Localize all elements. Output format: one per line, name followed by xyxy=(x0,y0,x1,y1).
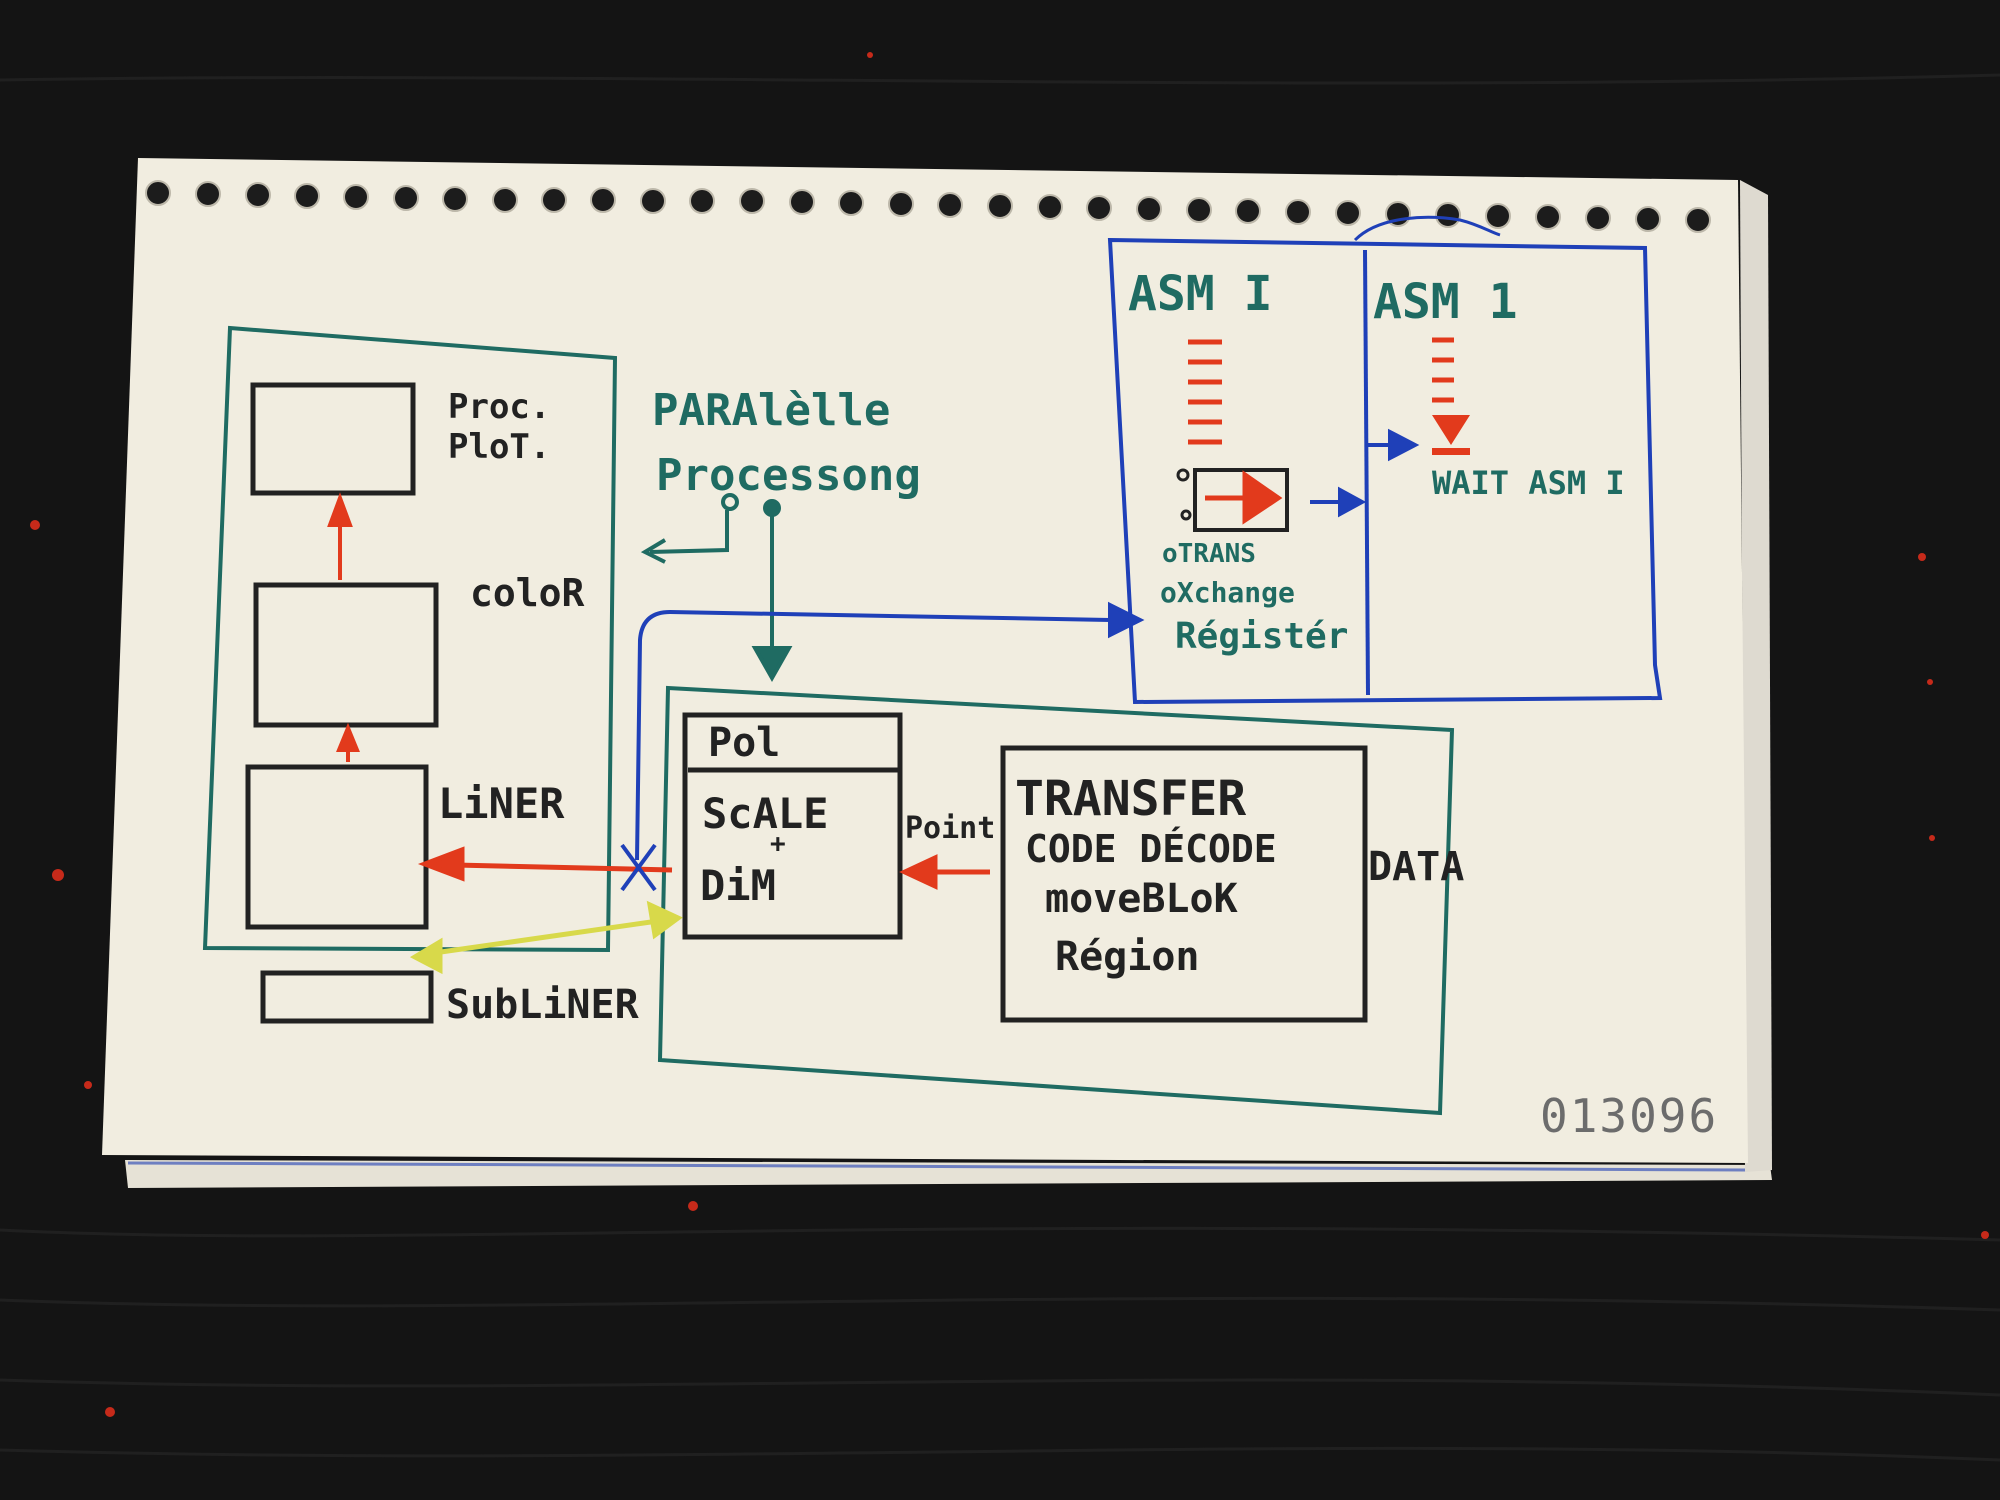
wait-asm-label: WAIT ASM I xyxy=(1432,464,1625,502)
left-teal-frame xyxy=(202,325,618,953)
table-wood-grain xyxy=(0,73,2000,1462)
asm-left-dashes xyxy=(1188,339,1222,445)
asm-top-wire xyxy=(1353,215,1501,242)
transfer-box xyxy=(1000,745,1368,1023)
xchange-label: oXchange xyxy=(1160,576,1295,609)
register-box xyxy=(1193,468,1289,532)
left-box-arrows xyxy=(327,492,360,762)
asm-right-label: ASM 1 xyxy=(1373,274,1518,330)
subliner-pol-arrow xyxy=(409,900,683,975)
point-arrow xyxy=(899,854,990,890)
proc-plot-label-2: PloT. xyxy=(448,427,550,467)
dim-label: DiM xyxy=(700,861,776,910)
processong-label: Processong xyxy=(656,450,921,501)
color-label: coloR xyxy=(470,571,585,615)
subliner-box xyxy=(260,970,434,1024)
page-right-edge xyxy=(1740,180,1772,1172)
point-label: Point xyxy=(905,811,995,846)
serial-stamp: 013096 xyxy=(1540,1089,1718,1143)
proc-plot-label-1: Proc. xyxy=(448,387,550,427)
asm-right-stop-arrow xyxy=(1432,415,1470,455)
spiral-holes xyxy=(145,180,1711,233)
asm-divider xyxy=(1363,249,1370,696)
register-dots xyxy=(1176,468,1192,521)
register-to-asm-arrow xyxy=(1310,486,1367,518)
color-box xyxy=(253,582,439,728)
liner-box xyxy=(245,764,429,930)
proc-plot-box xyxy=(250,382,416,496)
asm-right-dashes xyxy=(1432,337,1454,403)
register-label: Régistér xyxy=(1175,616,1348,657)
junction-cross xyxy=(620,843,657,892)
paper-sheet xyxy=(102,158,1748,1163)
moveblok-label: moveBLoK xyxy=(1045,876,1238,922)
asm-blue-frame xyxy=(1107,237,1663,705)
subliner-label: SubLiNER xyxy=(446,982,640,1028)
switch-symbol xyxy=(640,493,793,683)
pol-label: Pol xyxy=(708,720,780,766)
data-label: DATA xyxy=(1368,844,1464,890)
paralelle-label: PARAlèlle xyxy=(652,385,890,436)
trans-label: oTRANS xyxy=(1162,539,1256,569)
plus-label: + xyxy=(770,829,786,859)
pol-box xyxy=(682,712,903,940)
asm-left-label: ASM I xyxy=(1128,266,1273,322)
asm-right-entry-arrow xyxy=(1368,428,1420,462)
liner-label: LiNER xyxy=(438,779,565,828)
blue-bus-line xyxy=(635,601,1145,861)
red-speckles xyxy=(30,52,1989,1417)
transfer-label: TRANSFER xyxy=(1015,771,1246,827)
central-teal-frame xyxy=(657,685,1455,1116)
region-label: Région xyxy=(1055,934,1200,980)
notebook-page xyxy=(102,158,1772,1188)
register-arrow xyxy=(1205,470,1283,525)
code-decode-label: CODE DÉCODE xyxy=(1025,827,1277,871)
scale-label: ScALE xyxy=(702,789,828,838)
